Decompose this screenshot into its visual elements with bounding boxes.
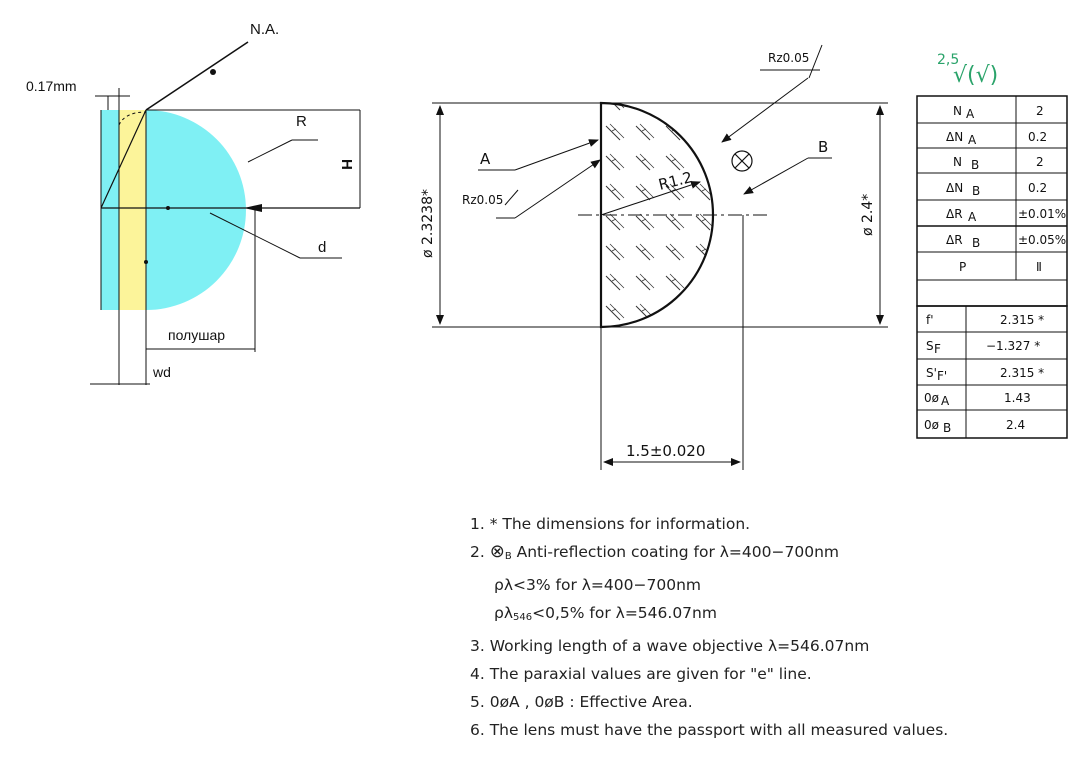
note-6: 6. The lens must have the passport with … (470, 721, 949, 739)
svg-text:0.2: 0.2 (1028, 130, 1047, 144)
table-row: ΔN B 0.2 (946, 181, 1047, 198)
svg-text:S': S' (926, 366, 937, 380)
svg-text:F: F (934, 342, 941, 356)
table-row: 0ø B 2.4 (924, 418, 1025, 435)
svg-text:0.2: 0.2 (1028, 181, 1047, 195)
svg-text:2.315 *: 2.315 * (1000, 366, 1044, 380)
na-label: N.A. (250, 21, 279, 38)
cover-plate (101, 110, 119, 310)
note-4: 4. The paraxial values are given for "e"… (470, 665, 812, 683)
coating-symbol-icon: ⊗ (489, 541, 505, 562)
svg-text:S: S (926, 339, 934, 353)
table-row: ΔR B ±0.05% (946, 233, 1066, 250)
svg-text:ΔN: ΔN (946, 181, 963, 195)
svg-text:B: B (972, 184, 980, 198)
svg-text:2.315 *: 2.315 * (1000, 313, 1044, 327)
svg-text:A: A (966, 107, 975, 121)
svg-text:P: P (959, 260, 966, 274)
svg-text:±0.05%: ±0.05% (1018, 233, 1066, 247)
note-3: 3. Working length of a wave objective λ=… (470, 637, 870, 655)
table-row: f' 2.315 * (926, 313, 1044, 327)
svg-text:A: A (941, 394, 950, 408)
hemisphere-label: полушар (168, 327, 225, 343)
table-row: ΔN A 0.2 (946, 130, 1047, 147)
surface-a-label: A (480, 150, 491, 168)
svg-text:B: B (943, 421, 951, 435)
note-1: 1. * The dimensions for information. (470, 515, 751, 533)
diameter-a-label: ø 2.3238* (420, 189, 436, 258)
note-5: 5. 0øA , 0øB : Effective Area. (470, 693, 693, 711)
svg-text:A: A (968, 133, 977, 147)
immersion-layer (119, 110, 146, 310)
thickness-label: 0.17mm (26, 78, 77, 94)
svg-text:ΔR: ΔR (946, 207, 963, 221)
svg-text:1.43: 1.43 (1004, 391, 1031, 405)
drawing-notes: 1. * The dimensions for information. 2. … (470, 510, 1070, 744)
svg-text:2: 2 (1036, 155, 1044, 169)
roughness-left-label: Rz0.05 (462, 193, 503, 207)
svg-text:A: A (968, 210, 977, 224)
approval-number: 2,5 (937, 52, 959, 68)
table-row: P Ⅱ (959, 260, 1042, 274)
diameter-b-label: ø 2.4* (860, 194, 876, 236)
svg-text:Ⅱ: Ⅱ (1036, 260, 1042, 274)
svg-text:ΔR: ΔR (946, 233, 963, 247)
roughness-top-label: Rz0.05 (768, 51, 809, 65)
svg-text:N: N (953, 155, 962, 169)
radius-label: R (296, 113, 307, 130)
hemisphere-lens (146, 110, 246, 310)
table-row: S'F' 2.315 * (926, 366, 1044, 383)
svg-text:ΔN: ΔN (946, 130, 963, 144)
approval-check-icon: √(√) (953, 63, 998, 88)
approval-mark: 2,5 √(√) (937, 52, 998, 88)
lens-section-drawing: Rz0.05 Rz0.05 A B R1.2 ø 2.3238* ø 2.4* … (420, 44, 888, 470)
diameter-label: d (318, 239, 326, 256)
svg-text:0ø: 0ø (924, 418, 939, 432)
svg-text:N: N (953, 104, 962, 118)
svg-text:B: B (972, 236, 980, 250)
table-row: ΔR A ±0.01% (946, 207, 1066, 224)
working-distance-label: wd (152, 364, 171, 380)
note-2-reflectance-a: ρλ<3% for λ=400−700nm (494, 576, 701, 594)
height-label: H (338, 159, 355, 170)
hemisphere-schematic: N.A. 0.17mm R H d полушар wd (26, 21, 361, 385)
svg-text:±0.01%: ±0.01% (1018, 207, 1066, 221)
note-2-reflectance-b: ρλ546<0,5% for λ=546.07nm (494, 604, 717, 623)
surface-b-label: B (818, 138, 828, 156)
note-2: 2. ⊗B Anti-reflection coating for λ=400−… (470, 541, 839, 562)
svg-text:−1.327 *: −1.327 * (986, 339, 1040, 353)
svg-text:0ø: 0ø (924, 391, 939, 405)
svg-text:2: 2 (1036, 104, 1044, 118)
svg-text:2.4: 2.4 (1006, 418, 1025, 432)
thickness-dimension-label: 1.5±0.020 (626, 442, 705, 460)
svg-text:f': f' (926, 313, 934, 327)
svg-text:F': F' (937, 369, 947, 383)
coating-symbol-icon (731, 150, 753, 172)
svg-text:B: B (971, 158, 979, 172)
